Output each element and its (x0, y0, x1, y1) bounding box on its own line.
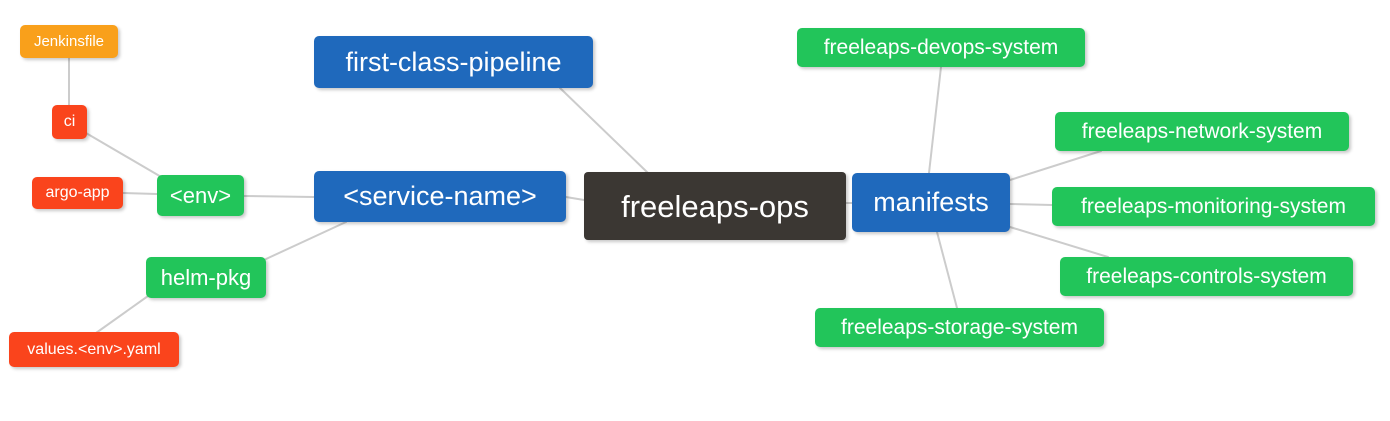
edge-argo-app-to-env (122, 192, 158, 195)
node-label: freeleaps-devops-system (823, 36, 1059, 59)
mindmap-node-manifests[interactable]: manifests (852, 173, 1010, 232)
node-label: first-class-pipeline (345, 46, 562, 77)
mindmap-node-freeleaps-controls-system[interactable]: freeleaps-controls-system (1060, 257, 1353, 296)
edge-helm-pkg-to-values-env-yaml (95, 295, 149, 334)
node-label: Jenkinsfile (33, 33, 105, 50)
edge-manifests-to-freeleaps-controls-system (1009, 226, 1109, 258)
node-label: freeleaps-storage-system (841, 316, 1078, 339)
edge-manifests-to-freeleaps-storage-system (936, 231, 958, 309)
edge-freeleaps-devops-system-to-manifests (928, 66, 942, 174)
node-label: argo-app (45, 184, 110, 201)
mindmap-node-ci[interactable]: ci (52, 105, 87, 139)
mindmap-node-env[interactable]: <env> (157, 175, 244, 216)
node-label: <service-name> (343, 181, 537, 211)
edge-ci-to-env (85, 132, 164, 179)
mindmap-node-helm-pkg[interactable]: helm-pkg (146, 257, 266, 298)
mindmap-node-argo-app[interactable]: argo-app (32, 177, 123, 209)
mindmap-node-values-env-yaml[interactable]: values.<env>.yaml (9, 332, 179, 367)
mindmap-node-freeleaps-ops[interactable]: freeleaps-ops (584, 172, 846, 240)
node-label: freeleaps-controls-system (1086, 265, 1327, 288)
edge-manifests-to-freeleaps-network-system (1009, 150, 1102, 181)
node-label: manifests (873, 187, 989, 217)
node-label: helm-pkg (160, 264, 252, 290)
edge-env-to-service-name (243, 195, 315, 198)
node-label: <env> (169, 182, 232, 208)
node-label: freeleaps-ops (621, 188, 809, 224)
edge-service-name-to-helm-pkg (265, 221, 347, 260)
mindmap-node-jenkinsfile[interactable]: Jenkinsfile (20, 25, 118, 58)
edge-manifests-to-freeleaps-monitoring-system (1009, 203, 1053, 206)
mindmap-node-freeleaps-monitoring-system[interactable]: freeleaps-monitoring-system (1052, 187, 1375, 226)
node-label: values.<env>.yaml (27, 340, 161, 358)
mindmap-node-first-class-pipeline[interactable]: first-class-pipeline (314, 36, 593, 88)
edge-first-class-pipeline-to-freeleaps-ops (559, 87, 649, 174)
mindmap-node-service-name[interactable]: <service-name> (314, 171, 566, 222)
edge-service-name-to-freeleaps-ops (565, 196, 585, 201)
mindmap-node-freeleaps-network-system[interactable]: freeleaps-network-system (1055, 112, 1349, 151)
node-label: ci (63, 113, 76, 130)
mindmap-node-freeleaps-storage-system[interactable]: freeleaps-storage-system (815, 308, 1104, 347)
node-label: freeleaps-network-system (1081, 120, 1323, 143)
node-label: freeleaps-monitoring-system (1081, 195, 1346, 218)
mindmap-node-freeleaps-devops-system[interactable]: freeleaps-devops-system (797, 28, 1085, 67)
